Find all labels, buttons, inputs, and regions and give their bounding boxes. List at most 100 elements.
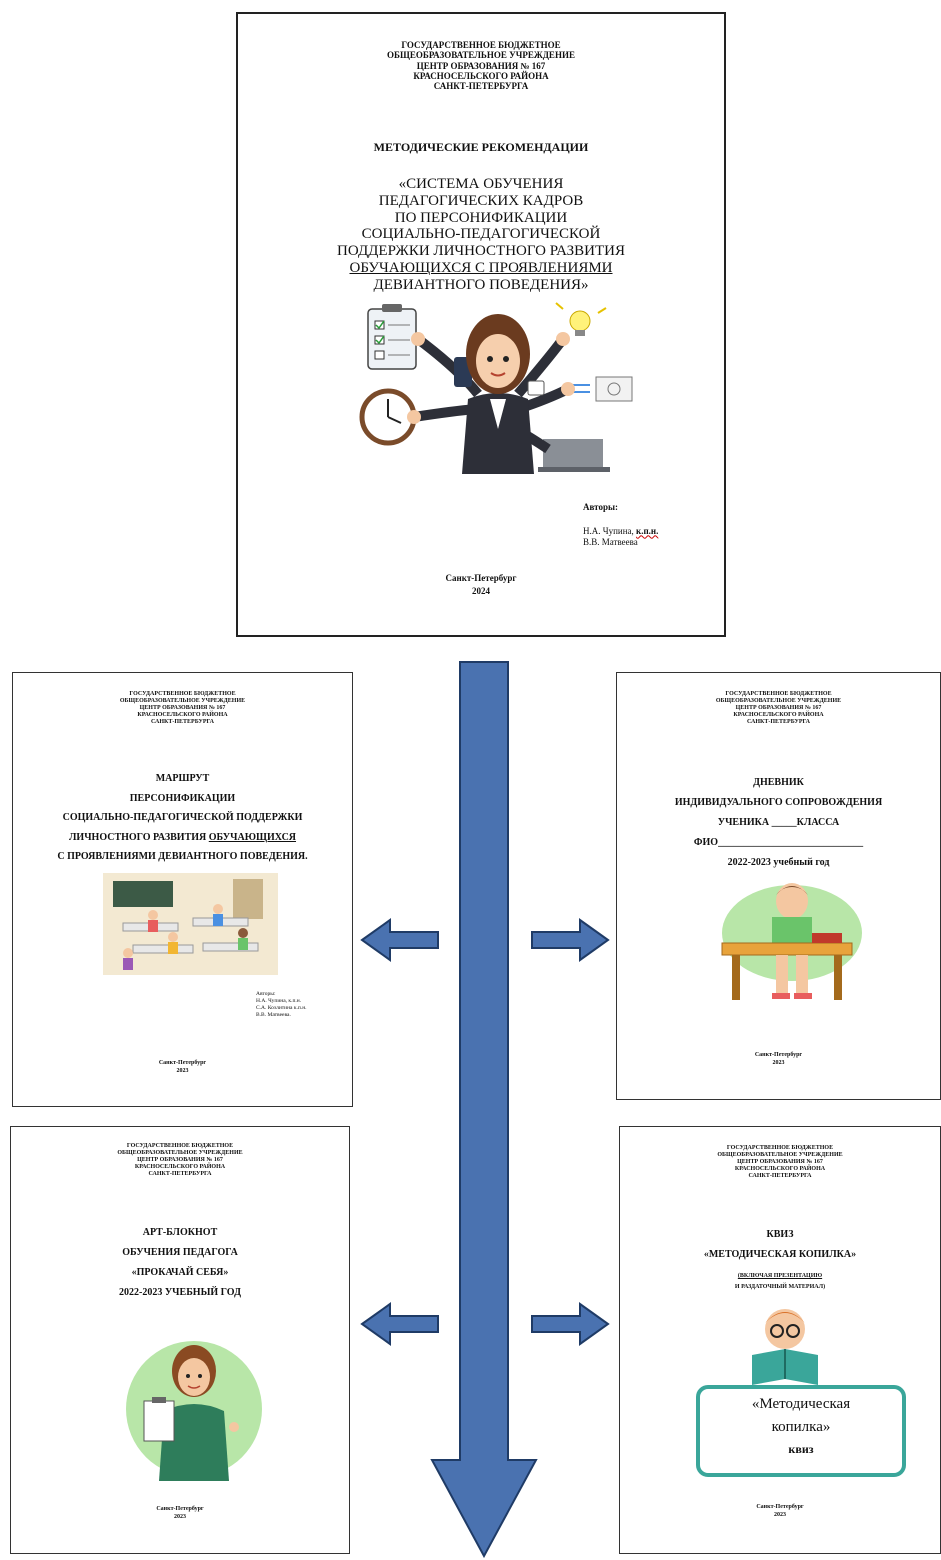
header-line: САНКТ-ПЕТЕРБУРГА xyxy=(433,81,529,92)
institution-header: ГОСУДАРСТВЕННОЕ БЮДЖЕТНОЕ ОБЩЕОБРАЗОВАТЕ… xyxy=(620,1145,940,1179)
title-line: СОЦИАЛЬНО-ПЕДАГОГИЧЕСКОЙ xyxy=(361,226,601,243)
authors-label: Авторы: xyxy=(583,502,618,512)
title-line: КВИЗ xyxy=(766,1229,794,1240)
left-arrow-top xyxy=(360,918,439,962)
student-at-desk-illustration xyxy=(721,883,862,1000)
title-line: ФИО_____________________________ xyxy=(693,837,864,848)
right-arrow-bottom xyxy=(531,1302,610,1346)
city: Санкт-Петербург xyxy=(754,1052,803,1058)
teacher-with-clipboard-illustration xyxy=(126,1341,262,1481)
title-line: 2022-2023 учебный год xyxy=(727,857,830,868)
institution-header: ГОСУДАРСТВЕННОЕ БЮДЖЕТНОЕ ОБЩЕОБРАЗОВАТЕ… xyxy=(13,691,352,725)
header-line: ГОСУДАРСТВЕННОЕ БЮДЖЕТНОЕ xyxy=(129,691,236,697)
right-arrow-top xyxy=(531,918,610,962)
title-line: «ПРОКАЧАЙ СЕБЯ» xyxy=(131,1267,229,1278)
header-line: ЦЕНТР ОБРАЗОВАНИЯ № 167 xyxy=(137,1156,223,1163)
header-line: ЦЕНТР ОБРАЗОВАНИЯ № 167 xyxy=(735,704,822,711)
title-line: ДЕВИАНТНОГО ПОВЕДЕНИЯ» xyxy=(373,276,589,293)
author-degree: к.п.н. xyxy=(636,525,659,536)
subtitle-line: (ВКЛЮЧАЯ ПРЕЗЕНТАЦИЮ xyxy=(737,1273,823,1279)
header-line: КРАСНОСЕЛЬСКОГО РАЙОНА xyxy=(734,1165,826,1172)
header-line: САНКТ-ПЕТЕРБУРГА xyxy=(148,1170,212,1177)
header-line: ГОСУДАРСТВЕННОЕ БЮДЖЕТНОЕ xyxy=(126,1143,234,1149)
title-line: ПЕДАГОГИЧЕСКИХ КАДРОВ xyxy=(378,192,584,209)
header-line: ЦЕНТР ОБРАЗОВАНИЯ № 167 xyxy=(139,704,226,711)
place-year: Санкт-Петербург 2023 xyxy=(620,1503,940,1520)
title-line: УЧЕНИКА _____КЛАССА xyxy=(717,817,840,828)
institution-header: ГОСУДАРСТВЕННОЕ БЮДЖЕТНОЕ ОБЩЕОБРАЗОВАТЕ… xyxy=(11,1143,349,1177)
title-text: ОБУЧАЮЩИХСЯ xyxy=(208,831,297,843)
header-line: КРАСНОСЕЛЬСКОГО РАЙОНА xyxy=(134,1163,226,1170)
left-arrow-bottom xyxy=(360,1302,439,1346)
header-line: КРАСНОСЕЛЬСКОГО РАЙОНА xyxy=(413,71,549,82)
city: Санкт-Петербург xyxy=(158,1060,207,1066)
boy-reading-illustration xyxy=(752,1309,818,1385)
doc-title: АРТ-БЛОКНОТ ОБУЧЕНИЯ ПЕДАГОГА «ПРОКАЧАЙ … xyxy=(11,1223,349,1303)
doc-title: «СИСТЕМА ОБУЧЕНИЯ ПЕДАГОГИЧЕСКИХ КАДРОВ … xyxy=(238,176,724,294)
board-line: «Методическая xyxy=(751,1396,851,1412)
header-line: КРАСНОСЕЛЬСКОГО РАЙОНА xyxy=(733,711,824,718)
classroom-illustration xyxy=(103,873,278,975)
header-line: ОБЩЕОБРАЗОВАТЕЛЬНОЕ УЧРЕЖДЕНИЕ xyxy=(119,697,246,704)
title-line: СОЦИАЛЬНО-ПЕДАГОГИЧЕСКОЙ ПОДДЕРЖКИ xyxy=(62,812,303,823)
author-name: Н.А. Чупина, xyxy=(583,525,634,536)
header-line: ГОСУДАРСТВЕННОЕ БЮДЖЕТНОЕ xyxy=(401,40,561,50)
subtitle-line: И РАЗДАТОЧНЫЙ МАТЕРИАЛ) xyxy=(734,1284,826,1291)
header-line: ОБЩЕОБРАЗОВАТЕЛЬНОЕ УЧРЕЖДЕНИЕ xyxy=(715,697,842,704)
title-line: ОБУЧЕНИЯ ПЕДАГОГА xyxy=(122,1247,238,1258)
header-line: ОБЩЕОБРАЗОВАТЕЛЬНОЕ УЧРЕЖДЕНИЕ xyxy=(117,1149,243,1156)
year: 2023 xyxy=(176,1068,189,1075)
title-line: 2022-2023 УЧЕБНЫЙ ГОД xyxy=(119,1287,241,1298)
central-down-arrow xyxy=(430,661,538,1558)
title-text: ЛИЧНОСТНОГО РАЗВИТИЯ xyxy=(68,831,209,843)
diary-document-cover: ГОСУДАРСТВЕННОЕ БЮДЖЕТНОЕ ОБЩЕОБРАЗОВАТЕ… xyxy=(616,672,941,1100)
header-line: ЦЕНТР ОБРАЗОВАНИЯ № 167 xyxy=(737,1158,823,1165)
title-line: АРТ-БЛОКНОТ xyxy=(142,1227,218,1238)
board-line: квиз xyxy=(788,1441,814,1456)
title-line: ПЕРСОНИФИКАЦИИ xyxy=(129,792,236,804)
author-line: Н.А. Чупина, к.п.н. xyxy=(583,526,658,538)
city: Санкт-Петербург xyxy=(156,1506,204,1512)
institution-header: ГОСУДАРСТВЕННОЕ БЮДЖЕТНОЕ ОБЩЕОБРАЗОВАТЕ… xyxy=(617,691,940,725)
header-line: САНКТ-ПЕТЕРБУРГА xyxy=(150,718,215,725)
authors-block: Авторы: Н.А. Чупина, к.п.н. В.В. Матвеев… xyxy=(583,502,658,549)
main-document-cover: ГОСУДАРСТВЕННОЕ БЮДЖЕТНОЕ ОБЩЕОБРАЗОВАТЕ… xyxy=(236,12,726,637)
header-line: САНКТ-ПЕТЕРБУРГА xyxy=(746,718,811,725)
year: 2023 xyxy=(772,1060,785,1067)
place-year: Санкт-Петербург 2024 xyxy=(238,572,724,597)
title-line: ЛИЧНОСТНОГО РАЗВИТИЯ ОБУЧАЮЩИХСЯ xyxy=(13,828,352,848)
author-name: В.В. Матвеева xyxy=(583,537,638,548)
title-line: ДНЕВНИК xyxy=(753,777,804,788)
header-line: САНКТ-ПЕТЕРБУРГА xyxy=(748,1172,812,1179)
header-line: ОБЩЕОБРАЗОВАТЕЛЬНОЕ УЧРЕЖДЕНИЕ xyxy=(387,50,575,61)
doc-title: ДНЕВНИК ИНДИВИДУАЛЬНОГО СОПРОВОЖДЕНИЯ УЧ… xyxy=(617,773,940,873)
authors-label: Авторы: xyxy=(256,991,276,997)
title-line: ПО ПЕРСОНИФИКАЦИИ xyxy=(394,209,568,226)
doc-title: КВИЗ «МЕТОДИЧЕСКАЯ КОПИЛКА» xyxy=(620,1225,940,1265)
title-line: «МЕТОДИЧЕСКАЯ КОПИЛКА» xyxy=(703,1249,857,1260)
year: 2023 xyxy=(774,1512,786,1519)
year: 2024 xyxy=(472,585,490,596)
header-line: КРАСНОСЕЛЬСКОГО РАЙОНА xyxy=(137,711,228,718)
title-line: «СИСТЕМА ОБУЧЕНИЯ xyxy=(398,176,564,192)
city: Санкт-Петербург xyxy=(756,1504,804,1510)
title-line: ПОДДЕРЖКИ ЛИЧНОСТНОГО РАЗВИТИЯ xyxy=(337,243,625,260)
quiz-title-board: «Методическая копилка» квиз xyxy=(696,1385,906,1477)
institution-header: ГОСУДАРСТВЕННОЕ БЮДЖЕТНОЕ ОБЩЕОБРАЗОВАТЕ… xyxy=(238,40,724,92)
route-document-cover: ГОСУДАРСТВЕННОЕ БЮДЖЕТНОЕ ОБЩЕОБРАЗОВАТЕ… xyxy=(12,672,353,1107)
city: Санкт-Петербург xyxy=(445,573,517,583)
header-line: ГОСУДАРСТВЕННОЕ БЮДЖЕТНОЕ xyxy=(726,1145,834,1151)
header-line: ЦЕНТР ОБРАЗОВАНИЯ № 167 xyxy=(416,60,546,71)
author-name: В.В. Матвеева. xyxy=(256,1011,291,1018)
art-notebook-document-cover: ГОСУДАРСТВЕННОЕ БЮДЖЕТНОЕ ОБЩЕОБРАЗОВАТЕ… xyxy=(10,1126,350,1554)
busy-teacher-illustration xyxy=(359,302,633,474)
header-line: ОБЩЕОБРАЗОВАТЕЛЬНОЕ УЧРЕЖДЕНИЕ xyxy=(717,1151,843,1158)
doc-type: МЕТОДИЧЕСКИЕ РЕКОМЕНДАЦИИ xyxy=(373,140,589,154)
author-name: Н.А. Чупина, к.п.н. xyxy=(256,997,302,1004)
place-year: Санкт-Петербург 2023 xyxy=(617,1051,940,1068)
title-line: МАРШРУТ xyxy=(155,773,210,784)
board-line: копилка» xyxy=(771,1419,831,1436)
doc-subtitle: (ВКЛЮЧАЯ ПРЕЗЕНТАЦИЮ И РАЗДАТОЧНЫЙ МАТЕР… xyxy=(620,1271,940,1294)
doc-title: МАРШРУТ ПЕРСОНИФИКАЦИИ СОЦИАЛЬНО-ПЕДАГОГ… xyxy=(13,769,352,867)
place-year: Санкт-Петербург 2023 xyxy=(11,1505,349,1522)
